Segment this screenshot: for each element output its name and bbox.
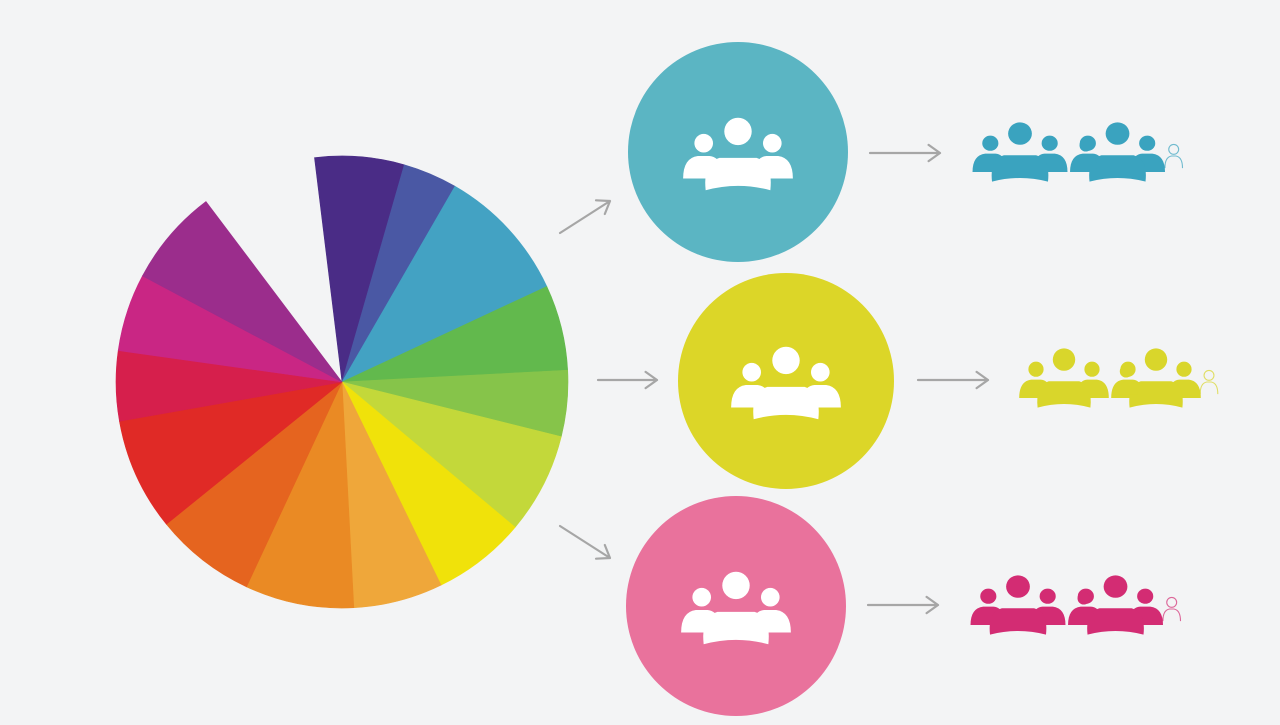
- people-icon: [1070, 122, 1166, 182]
- yellow-segment-crowd: [1019, 348, 1219, 408]
- pink-segment-crowd: [970, 575, 1182, 635]
- wheel-segment: [119, 381, 344, 525]
- pink-segment-circle: [626, 496, 846, 716]
- people-icon: [972, 122, 1068, 182]
- person-icon: [1164, 143, 1184, 169]
- arrow-icon: [868, 143, 942, 163]
- arrow-icon: [558, 199, 612, 235]
- teal-segment-crowd: [972, 122, 1184, 182]
- person-icon: [1074, 139, 1097, 169]
- color-wheel: [115, 155, 569, 609]
- person-icon: [1072, 592, 1095, 622]
- audience-crowds: [970, 122, 1219, 635]
- yellow-segment-circle: [678, 273, 894, 489]
- people-icon: [1019, 348, 1109, 408]
- wheel-segment: [165, 381, 343, 588]
- person-icon: [1199, 369, 1219, 395]
- arrow-icon: [916, 370, 990, 390]
- people-icon: [970, 575, 1066, 635]
- people-icon: [1111, 348, 1201, 408]
- wheel-segment: [142, 201, 343, 383]
- arrow-icon: [596, 370, 659, 390]
- person-icon: [1162, 596, 1182, 622]
- people-icon: [1068, 575, 1164, 635]
- flow-arrows: [558, 143, 990, 615]
- wheel-segment: [341, 185, 548, 383]
- arrow-icon: [558, 524, 612, 560]
- arrow-icon: [866, 595, 940, 615]
- wheel-segment: [341, 381, 562, 528]
- wheel-segment: [246, 381, 355, 609]
- teal-segment-circle: [628, 42, 848, 262]
- segment-circles: [626, 42, 894, 716]
- person-icon: [1114, 365, 1138, 395]
